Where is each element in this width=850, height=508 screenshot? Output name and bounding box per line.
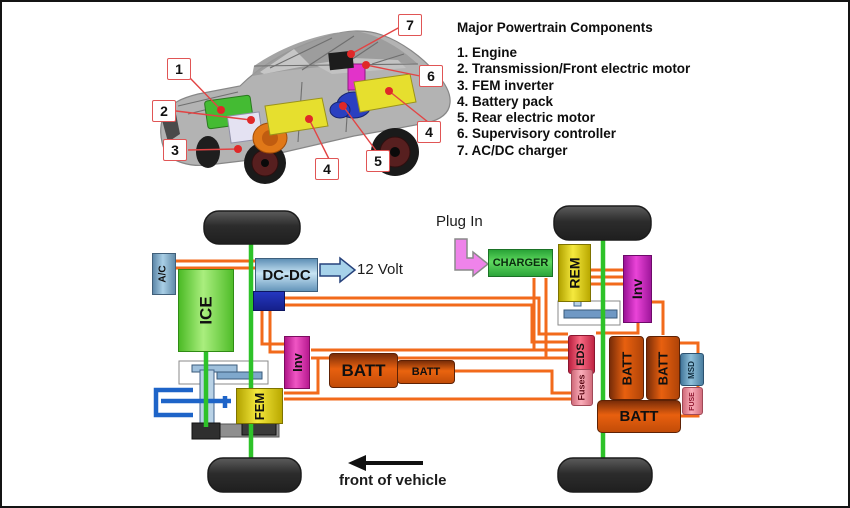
front-of-vehicle-label: front of vehicle	[339, 472, 447, 489]
plug-in-label: Plug In	[436, 213, 483, 230]
rear-battery-1-label: BATT	[619, 351, 635, 385]
rem-label: REM	[566, 257, 583, 289]
callout-box-1: 1	[167, 58, 191, 80]
rear-inverter-label: Inv	[629, 278, 646, 300]
msd-label: MSD	[687, 360, 696, 379]
tire-front-top	[203, 210, 301, 245]
callout-box-2: 2	[152, 100, 176, 122]
dcdc-label: DC-DC	[262, 266, 311, 284]
legend: Major Powertrain Components 1. Engine 2.…	[457, 20, 757, 159]
callout-box-3: 3	[163, 139, 187, 161]
junction-box	[253, 291, 285, 311]
legend-item-7: 7. AC/DC charger	[457, 142, 568, 158]
ice-box: ICE	[178, 269, 234, 352]
legend-item-2: 2. Transmission/Front electric motor	[457, 61, 691, 77]
fem-label: FEM	[251, 392, 267, 420]
callout-box-4-rear: 4	[417, 121, 441, 143]
fuses-label: Fuses	[576, 374, 587, 401]
front-battery-aux-label: BATT	[411, 366, 441, 378]
plug-in-arrow	[454, 238, 490, 278]
charger-box: CHARGER	[488, 249, 553, 277]
tire-front-bottom	[207, 457, 302, 493]
eds-box: EDS	[568, 335, 595, 374]
tire-rear-top	[553, 205, 652, 241]
tires	[203, 205, 653, 493]
ac-compressor-box: A/C	[152, 253, 176, 295]
ac-label: A/C	[157, 265, 169, 283]
rear-inverter-box: Inv	[623, 255, 652, 323]
rear-battery-bottom-box: BATT	[597, 400, 681, 433]
legend-item-4: 4. Battery pack	[457, 93, 554, 109]
front-inverter-box: Inv	[284, 336, 310, 389]
rear-battery-yellow	[353, 73, 417, 113]
front-of-vehicle-arrow	[348, 455, 423, 471]
callout-leaders	[175, 26, 429, 160]
callout-box-6: 6	[419, 65, 443, 87]
legend-item-3: 3. FEM inverter	[457, 77, 554, 93]
front-battery-main-box: BATT	[329, 353, 398, 388]
front-clutch	[153, 387, 231, 418]
legend-item-1: 1. Engine	[457, 45, 518, 60]
rear-battery-1-box: BATT	[609, 336, 644, 400]
charger-label: CHARGER	[492, 257, 549, 269]
callout-box-5: 5	[366, 150, 390, 172]
car-illustration	[160, 26, 451, 184]
tire-rear-bottom	[557, 457, 653, 493]
legend-title: Major Powertrain Components	[457, 20, 653, 35]
ice-label: ICE	[196, 296, 216, 325]
rear-battery-bottom-label: BATT	[619, 408, 659, 425]
front-battery-main-label: BATT	[341, 360, 386, 380]
callout-box-4-mid: 4	[315, 158, 339, 180]
rem-motor-box: REM	[558, 244, 591, 302]
fuses-box: Fuses	[571, 369, 593, 406]
twelve-volt-arrow	[319, 256, 357, 284]
legend-item-6: 6. Supervisory controller	[457, 126, 617, 142]
eds-label: EDS	[575, 343, 587, 366]
rear-battery-2-label: BATT	[655, 351, 671, 385]
far-front-wheel	[196, 136, 220, 168]
legend-item-5: 5. Rear electric motor	[457, 110, 596, 126]
front-inverter-label: Inv	[289, 353, 305, 372]
callout-box-7: 7	[398, 14, 422, 36]
rear-battery-2-box: BATT	[646, 336, 680, 400]
fuse-label: FUSE	[688, 391, 696, 411]
msd-box: MSD	[680, 353, 704, 386]
twelve-volt-label: 12 Volt	[357, 261, 403, 278]
fem-motor-box: FEM	[236, 388, 283, 424]
front-battery-aux-box: BATT	[397, 360, 455, 384]
dcdc-converter-box: DC-DC	[255, 258, 318, 292]
callout-dots	[217, 50, 393, 153]
fuse-box: FUSE	[682, 387, 703, 415]
